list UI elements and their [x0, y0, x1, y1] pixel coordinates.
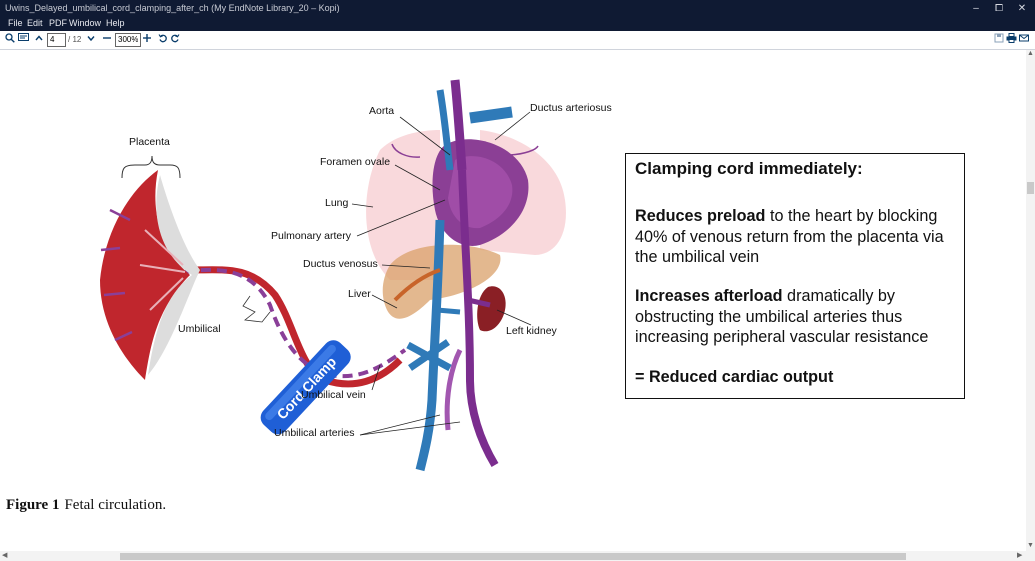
horizontal-scrollbar[interactable]: ◀ ▶: [0, 551, 1026, 561]
scroll-left-icon[interactable]: ◀: [2, 551, 7, 559]
label-placenta: Placenta: [129, 136, 170, 148]
horizontal-scroll-thumb[interactable]: [120, 553, 906, 560]
pdf-toolbar: / 12: [0, 31, 1035, 50]
label-ductus-venosus: Ductus venosus: [303, 258, 378, 270]
label-umbilical: Umbilical: [178, 323, 221, 335]
page-number-input[interactable]: [47, 33, 66, 47]
afterload-term: Increases afterload: [635, 287, 783, 305]
menu-help[interactable]: Help: [106, 18, 125, 28]
save-icon[interactable]: [994, 33, 1004, 47]
rotate-left-icon[interactable]: [158, 33, 168, 47]
label-umbilical-arteries: Umbilical arteries: [274, 427, 355, 439]
zoom-in-icon[interactable]: [142, 33, 152, 47]
infobox-preload-paragraph: Reduces preload to the heart by blocking…: [635, 206, 960, 268]
menu-edit[interactable]: Edit: [27, 18, 43, 28]
figure-caption-label: Figure 1: [6, 497, 59, 513]
pdf-page-view[interactable]: Cord Clamp Placenta Aorta Ductus arterio…: [0, 50, 1026, 551]
page-total: / 12: [68, 35, 81, 44]
print-icon[interactable]: [1006, 33, 1017, 47]
menu-window[interactable]: Window: [69, 18, 101, 28]
preload-term: Reduces preload: [635, 207, 765, 225]
label-lung: Lung: [325, 197, 348, 209]
figure-caption-text: Fetal circulation.: [64, 497, 166, 513]
infobox-conclusion: = Reduced cardiac output: [635, 367, 960, 388]
menu-bar: File Edit PDF Window Help: [0, 17, 1035, 31]
chevron-down-icon[interactable]: [86, 33, 96, 47]
vertical-scrollbar[interactable]: ▲ ▼: [1026, 50, 1035, 561]
vertical-scroll-thumb[interactable]: [1027, 182, 1034, 194]
label-pulmonary-artery: Pulmonary artery: [271, 230, 351, 242]
infobox-heading: Clamping cord immediately:: [635, 159, 863, 179]
chevron-up-icon[interactable]: [34, 33, 44, 47]
maximize-button[interactable]: ⧠: [988, 1, 1010, 16]
label-umbilical-vein: Umbilical vein: [301, 389, 366, 401]
clamping-info-box: Clamping cord immediately: Reduces prelo…: [625, 153, 965, 399]
email-icon[interactable]: [1019, 33, 1029, 47]
menu-file[interactable]: File: [8, 18, 23, 28]
label-foramen-ovale: Foramen ovale: [320, 156, 390, 168]
title-bar: Uwins_Delayed_umbilical_cord_clamping_af…: [0, 0, 1035, 17]
infobox-afterload-paragraph: Increases afterload dramatically by obst…: [635, 286, 960, 348]
zoom-out-icon[interactable]: [102, 33, 112, 47]
scroll-down-icon[interactable]: ▼: [1026, 542, 1035, 549]
scroll-up-icon[interactable]: ▲: [1026, 50, 1035, 57]
label-aorta: Aorta: [369, 105, 394, 117]
scroll-right-icon[interactable]: ▶: [1017, 551, 1022, 559]
label-left-kidney: Left kidney: [506, 325, 557, 337]
menu-pdf[interactable]: PDF: [49, 18, 67, 28]
close-button[interactable]: ✕: [1011, 1, 1033, 16]
label-ductus-arteriosus: Ductus arteriosus: [530, 102, 612, 114]
label-liver: Liver: [348, 288, 371, 300]
rotate-right-icon[interactable]: [170, 33, 180, 47]
window-title: Uwins_Delayed_umbilical_cord_clamping_af…: [5, 3, 340, 13]
zoom-input[interactable]: [115, 33, 141, 47]
search-icon[interactable]: [5, 33, 15, 47]
annotation-icon[interactable]: [18, 33, 29, 47]
figure-caption: Figure 1 Fetal circulation.: [6, 497, 166, 514]
minimize-button[interactable]: –: [965, 1, 987, 16]
